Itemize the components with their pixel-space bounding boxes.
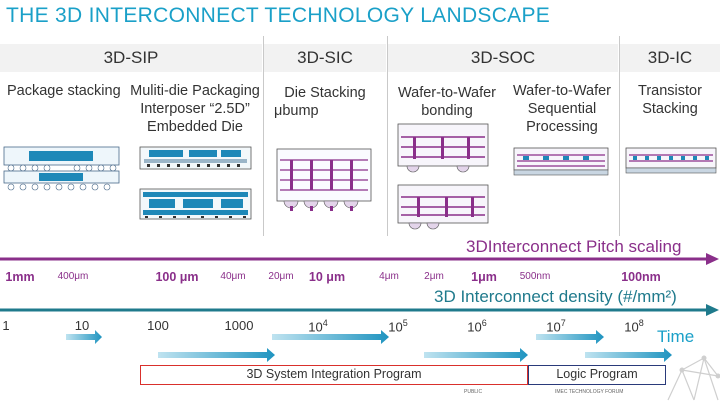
density-tick-base: 10 [546,319,561,335]
density-tick-label: 107 [546,318,565,334]
density-axis-arrow [0,304,719,316]
density-tick-base: 1 [2,318,10,333]
footer-forum: IMEC TECHNOLOGY FORUM [555,389,624,395]
density-tick-exponent: 8 [638,318,644,328]
density-tick-base: 10 [308,319,323,335]
category-3d-sic: 3D-SIC [264,44,386,72]
density-tick-base: 10 [624,319,639,335]
density-tick-exponent: 7 [560,318,566,328]
density-tick-exponent: 6 [481,318,487,328]
logic-program: Logic Program [528,365,666,385]
pitch-tick-label: 500nm [519,271,551,282]
footer-public: PUBLIC [464,389,483,395]
system-integration-program: 3D System Integration Program [140,365,528,385]
pitch-tick-label: 1μm [471,270,497,284]
density-tick-base: 10 [74,318,90,333]
time-arrows [66,330,672,362]
tech-wafer-to-wafer-bonding: Wafer-to-Wafer bonding [397,85,497,119]
density-tick-base: 10 [388,319,403,335]
density-tick-label: 10 [75,318,89,333]
pitch-axis-arrow [0,253,719,265]
separator-sic-soc [387,36,388,236]
pitch-tick-label: 20μm [268,271,294,282]
tech-package-stacking: Package stacking [7,83,121,99]
density-tick-base: 100 [147,318,169,333]
pitch-tick-label: 40μm [220,271,246,282]
embedded-die-illustration [139,188,252,220]
pitch-tick-label: 4μm [379,271,399,282]
density-tick-exponent: 4 [322,318,328,328]
pitch-axis-label: 3DInterconnect Pitch scaling [466,237,682,256]
page-title: THE 3D INTERCONNECT TECHNOLOGY LANDSCAPE [6,4,551,27]
density-tick-label: 100 [147,318,169,333]
density-tick-label: 104 [308,318,327,334]
density-tick-label: 1000 [225,318,254,333]
tech-wafer-to-wafer-sequential: Wafer-to-Wafer Sequential Processing [512,83,612,135]
density-tick-base: 1000 [224,318,254,333]
pitch-tick-label: 400μm [57,271,89,282]
pitch-tick-label: 100nm [621,270,661,284]
wafer-bonding-illustration [397,123,489,230]
tech-multi-die: Muliti-die Packaging Interposer “2.5D” E… [130,83,260,135]
die-stacking-illustration [276,148,372,211]
pitch-tick-label: 100 μm [155,270,199,284]
category-3d-ic: 3D-IC [620,44,720,72]
density-tick-label: 1 [2,318,9,333]
density-tick-label: 108 [624,318,643,334]
pitch-tick-label: 10 μm [308,270,346,284]
tech-transistor-stacking: Transistor Stacking [638,83,702,117]
density-tick-label: 105 [388,318,407,334]
density-tick-base: 10 [467,319,482,335]
transistor-stacking-illustration [625,147,717,174]
pitch-tick-label: 2μm [424,271,444,282]
density-tick-exponent: 5 [402,318,408,328]
category-3d-soc: 3D-SOC [388,44,618,72]
network-decoration-icon [667,355,720,401]
sequential-processing-illustration [513,147,609,176]
time-label: Time [657,327,695,346]
separator-sip-sic [263,36,264,236]
separator-soc-ic [619,36,620,236]
pitch-tick-label: 1mm [5,270,35,284]
interposer-illustration [139,146,252,170]
package-stacking-illustration [3,146,120,191]
density-axis-label: 3D Interconnect density (#/mm²) [434,287,677,306]
density-tick-label: 106 [467,318,486,334]
category-3d-sip: 3D-SIP [0,44,262,72]
tech-die-stacking: Die Stacking μbump [274,85,366,119]
